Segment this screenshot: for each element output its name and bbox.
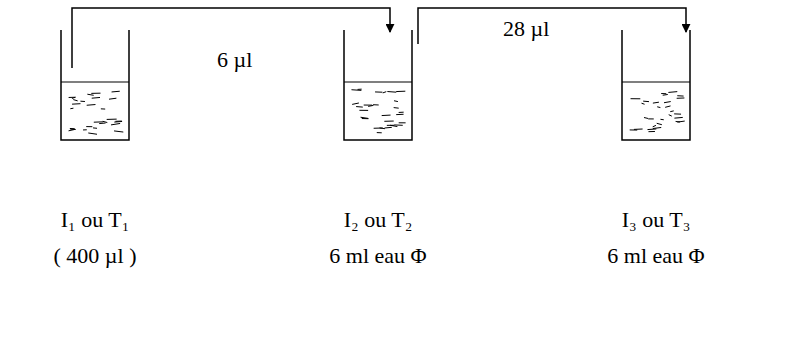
sample-name: I₃ ou T₃ <box>601 202 711 238</box>
beaker-symbol <box>620 30 692 144</box>
volume-label: 6 ml eau Φ <box>601 238 711 274</box>
volume-label: 6 µl <box>214 47 255 73</box>
beaker-symbol <box>59 30 131 144</box>
beaker-symbol <box>342 30 414 144</box>
volume-label: 6 ml eau Φ <box>323 238 433 274</box>
volume-label: 28 µl <box>500 16 552 42</box>
beaker-node: I₃ ou T₃6 ml eau Φ <box>601 30 711 274</box>
sample-name: I₁ ou T₁ <box>48 202 143 238</box>
beaker-node: I₂ ou T₂6 ml eau Φ <box>323 30 433 274</box>
beaker-node: I₁ ou T₁( 400 µl ) <box>48 30 143 274</box>
transfer-arrow <box>418 8 686 44</box>
volume-label: ( 400 µl ) <box>48 238 143 274</box>
sample-name: I₂ ou T₂ <box>323 202 433 238</box>
